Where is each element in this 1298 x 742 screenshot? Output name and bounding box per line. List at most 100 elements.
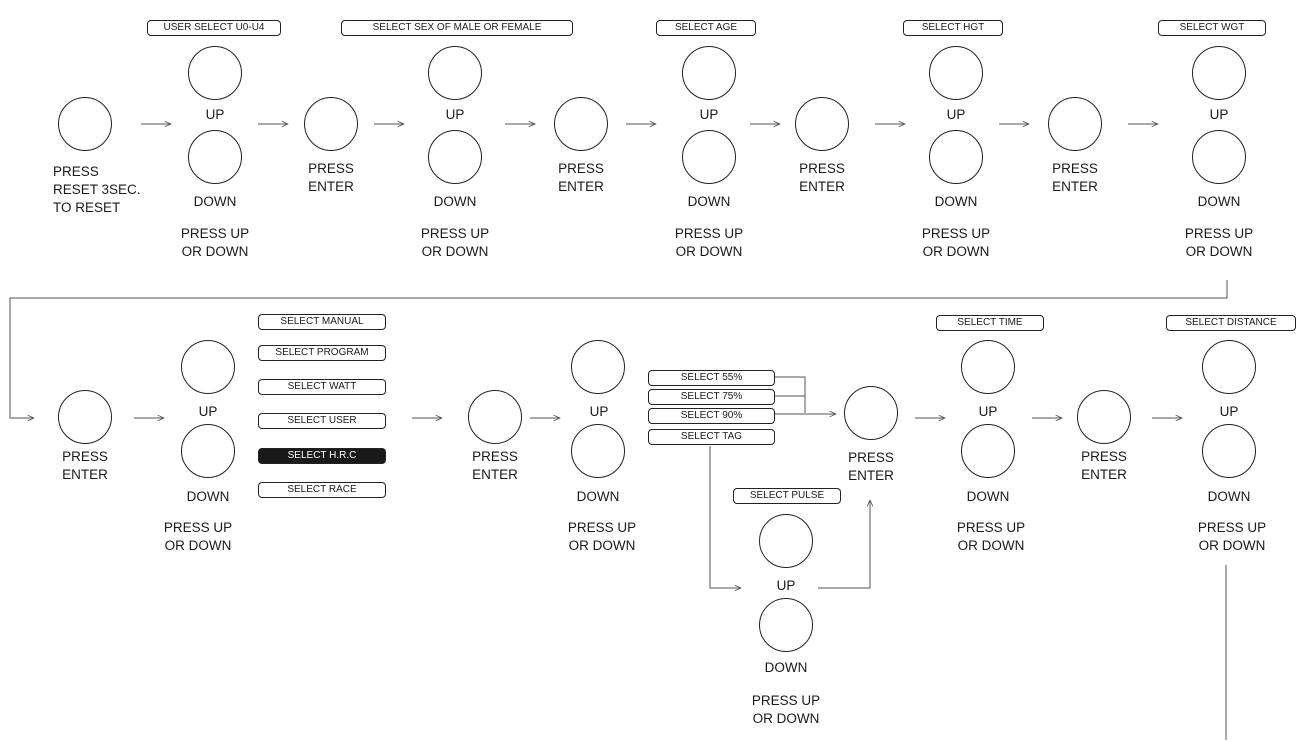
option-select-90[interactable]: SELECT 90%	[648, 408, 775, 424]
age-down-text: DOWN	[687, 194, 731, 209]
distance-instruction-1: PRESS UP	[1197, 520, 1267, 535]
wgt-select-label: SELECT WGT	[1158, 20, 1266, 36]
option-select-user[interactable]: SELECT USER	[258, 413, 386, 429]
pulse-down-text: DOWN	[764, 660, 808, 675]
enter-button-6[interactable]	[468, 390, 522, 444]
distance-up-button[interactable]	[1202, 340, 1256, 394]
distance-down-button[interactable]	[1202, 424, 1256, 478]
time-down-button[interactable]	[961, 424, 1015, 478]
age-down-button[interactable]	[682, 130, 736, 184]
user-instruction-1: PRESS UP	[180, 226, 250, 241]
distance-down-text: DOWN	[1207, 489, 1251, 504]
time-instruction-1: PRESS UP	[956, 520, 1026, 535]
mode-instruction-1: PRESS UP	[163, 520, 233, 535]
time-up-button[interactable]	[961, 340, 1015, 394]
hrc-down-button[interactable]	[571, 424, 625, 478]
wgt-down-button[interactable]	[1192, 130, 1246, 184]
enter-button-7[interactable]	[844, 386, 898, 440]
user-select-label: USER SELECT U0-U4	[147, 20, 281, 36]
mode-instruction-2: OR DOWN	[164, 538, 232, 553]
enter8-line-1: PRESS	[1081, 449, 1127, 464]
wgt-instruction-2: OR DOWN	[1185, 244, 1253, 259]
user-up-button[interactable]	[188, 46, 242, 100]
distance-select-label: SELECT DISTANCE	[1166, 315, 1296, 331]
age-up-text: UP	[699, 107, 719, 122]
sex-up-text: UP	[445, 107, 465, 122]
option-select-tag[interactable]: SELECT TAG	[648, 429, 775, 445]
enter4-line-1: PRESS	[1052, 161, 1098, 176]
option-select-watt[interactable]: SELECT WATT	[258, 379, 386, 395]
sex-instruction-2: OR DOWN	[421, 244, 489, 259]
enter5-line-2: ENTER	[62, 467, 108, 482]
hrc-instruction-1: PRESS UP	[567, 520, 637, 535]
hrc-up-text: UP	[589, 404, 609, 419]
enter3-line-2: ENTER	[799, 179, 845, 194]
user-down-button[interactable]	[188, 130, 242, 184]
distance-instruction-2: OR DOWN	[1198, 538, 1266, 553]
time-instruction-2: OR DOWN	[957, 538, 1025, 553]
hrc-instruction-2: OR DOWN	[568, 538, 636, 553]
wgt-up-text: UP	[1209, 107, 1229, 122]
reset-instruction-line-1: PRESS	[53, 164, 99, 179]
connector-55	[775, 376, 806, 413]
time-up-text: UP	[978, 404, 998, 419]
pulse-down-button[interactable]	[759, 598, 813, 652]
wgt-up-button[interactable]	[1192, 46, 1246, 100]
enter-button-5[interactable]	[58, 390, 112, 444]
pulse-instruction-1: PRESS UP	[751, 693, 821, 708]
connector-row1-to-row2	[9, 280, 1228, 418]
wgt-down-text: DOWN	[1197, 194, 1241, 209]
enter3-line-1: PRESS	[799, 161, 845, 176]
hgt-select-label: SELECT HGT	[903, 20, 1003, 36]
hrc-up-button[interactable]	[571, 340, 625, 394]
sex-up-button[interactable]	[428, 46, 482, 100]
option-select-75[interactable]: SELECT 75%	[648, 389, 775, 405]
mode-up-text: UP	[198, 404, 218, 419]
enter-button-8[interactable]	[1077, 390, 1131, 444]
pulse-select-label: SELECT PULSE	[733, 488, 841, 504]
enter6-line-1: PRESS	[472, 449, 518, 464]
mode-down-button[interactable]	[181, 424, 235, 478]
wgt-instruction-1: PRESS UP	[1184, 226, 1254, 241]
enter6-line-2: ENTER	[472, 467, 518, 482]
hgt-down-button[interactable]	[929, 130, 983, 184]
enter1-line-1: PRESS	[308, 161, 354, 176]
sex-instruction-1: PRESS UP	[420, 226, 490, 241]
enter-button-2[interactable]	[554, 97, 608, 151]
hrc-down-text: DOWN	[576, 489, 620, 504]
sex-down-button[interactable]	[428, 130, 482, 184]
enter8-line-2: ENTER	[1081, 467, 1127, 482]
age-instruction-1: PRESS UP	[674, 226, 744, 241]
option-select-program[interactable]: SELECT PROGRAM	[258, 345, 386, 361]
mode-up-button[interactable]	[181, 340, 235, 394]
sex-select-label: SELECT SEX OF MALE OR FEMALE	[341, 20, 573, 36]
hgt-instruction-1: PRESS UP	[921, 226, 991, 241]
connector-tag-to-pulse	[709, 446, 741, 588]
enter-button-3[interactable]	[795, 97, 849, 151]
age-up-button[interactable]	[682, 46, 736, 100]
enter4-line-2: ENTER	[1052, 179, 1098, 194]
user-instruction-2: OR DOWN	[181, 244, 249, 259]
pulse-up-button[interactable]	[759, 514, 813, 568]
connector-pulse-to-enter7	[818, 500, 870, 589]
enter7-line-1: PRESS	[848, 450, 894, 465]
enter-button-4[interactable]	[1048, 97, 1102, 151]
enter5-line-1: PRESS	[62, 449, 108, 464]
option-select-manual[interactable]: SELECT MANUAL	[258, 314, 386, 330]
option-select-hrc[interactable]: SELECT H.R.C	[258, 448, 386, 464]
time-select-label: SELECT TIME	[936, 315, 1044, 331]
time-down-text: DOWN	[966, 489, 1010, 504]
hgt-up-button[interactable]	[929, 46, 983, 100]
hgt-down-text: DOWN	[934, 194, 978, 209]
hgt-instruction-2: OR DOWN	[922, 244, 990, 259]
sex-down-text: DOWN	[433, 194, 477, 209]
reset-button[interactable]	[58, 97, 112, 151]
option-select-race[interactable]: SELECT RACE	[258, 482, 386, 498]
enter-button-1[interactable]	[304, 97, 358, 151]
enter2-line-2: ENTER	[558, 179, 604, 194]
user-down-text: DOWN	[193, 194, 237, 209]
enter1-line-2: ENTER	[308, 179, 354, 194]
option-select-55[interactable]: SELECT 55%	[648, 370, 775, 386]
